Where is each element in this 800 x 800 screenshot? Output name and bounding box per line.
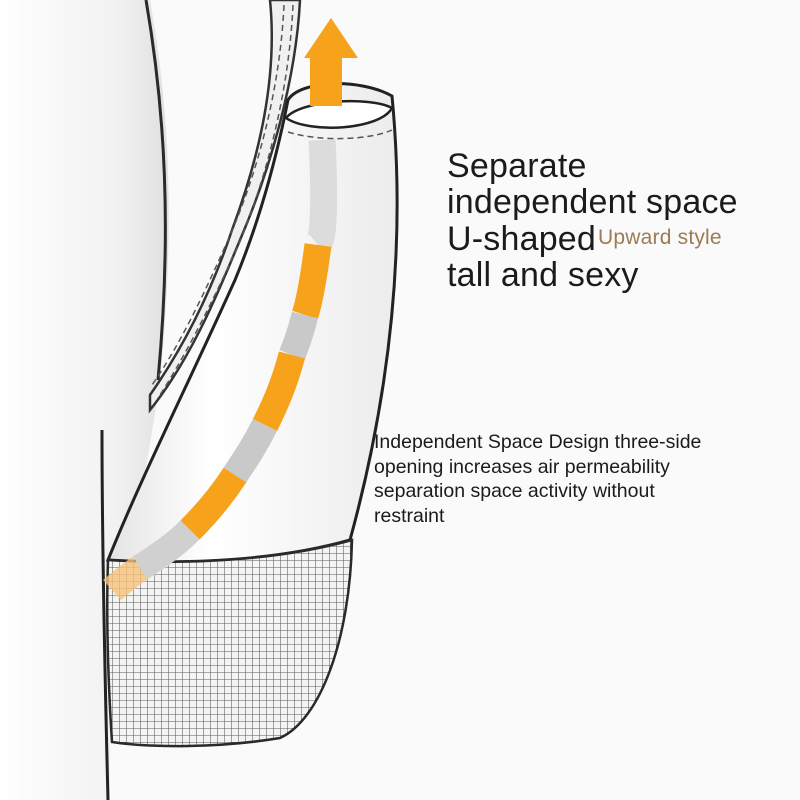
headline-accent-label: Upward style <box>598 226 722 249</box>
description-line-2: opening increases air permeability <box>374 455 670 478</box>
waistband-stitch-2 <box>157 4 294 399</box>
waistband-stitch-1 <box>151 4 285 386</box>
left-body-panel <box>0 0 169 800</box>
description-line-1: Independent Space Design three-side <box>374 431 702 453</box>
feature-headline: Separate independent space U-shapedUpwar… <box>447 148 792 293</box>
separation-line <box>100 429 110 800</box>
space-indicator-band <box>103 139 338 601</box>
headline-line-3: U-shapedUpward style <box>447 220 792 257</box>
description-line-4: restraint <box>374 504 445 527</box>
left-body-outline <box>144 0 167 381</box>
upward-arrow-icon <box>304 18 358 106</box>
headline-line-4: tall and sexy <box>447 256 639 294</box>
pouch-rim-stitch <box>287 129 393 140</box>
waistband <box>148 0 302 414</box>
feature-description: Independent Space Design three-side open… <box>374 430 784 528</box>
mesh-panel <box>105 538 354 748</box>
headline-line-1: Separate <box>447 147 587 185</box>
description-line-3: separation space activity without <box>374 480 655 502</box>
headline-line-3-main: U-shaped <box>447 220 597 258</box>
headline-line-2: independent space <box>447 183 738 221</box>
